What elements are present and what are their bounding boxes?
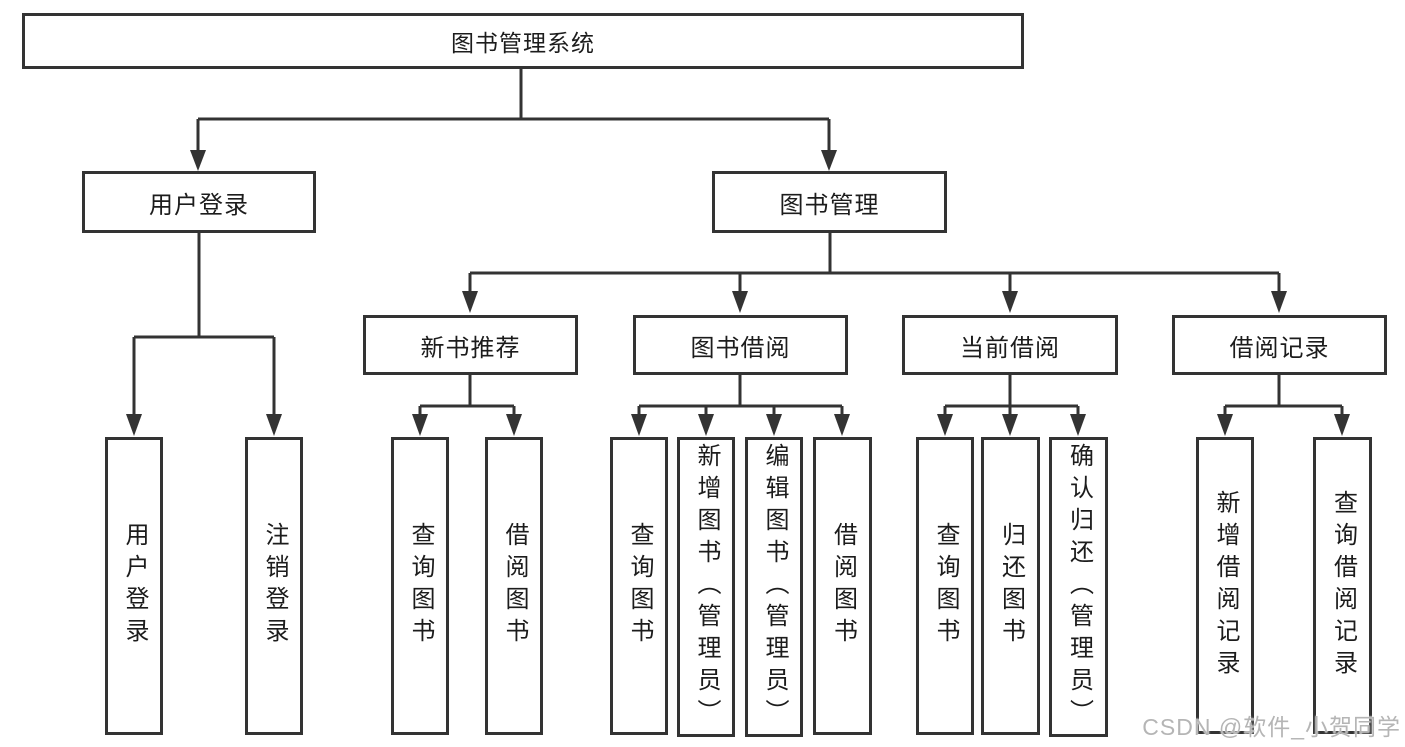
node-book-management: 图书管理 — [712, 171, 947, 233]
node-logout: 注销登录 — [245, 437, 303, 735]
node-new-book-recommend: 新书推荐 — [363, 315, 578, 375]
node-borrow-books-recommend: 借阅图书 — [485, 437, 543, 735]
csdn-watermark: CSDN @软件_小贺同学 — [1142, 714, 1401, 740]
node-user-login: 用户登录 — [82, 171, 316, 233]
node-library-system: 图书管理系统 — [22, 13, 1024, 69]
node-return-book: 归还图书 — [981, 437, 1040, 735]
connector-borrow-records-children — [1217, 375, 1350, 436]
node-edit-book-admin: 编辑图书（管理员） — [745, 437, 803, 737]
node-query-books-recommend: 查询图书 — [391, 437, 449, 735]
connector-user-login-children — [126, 233, 282, 436]
connector-book-borrowing-children — [631, 375, 850, 436]
node-add-borrow-record: 新增借阅记录 — [1196, 437, 1254, 734]
connector-new-book-children — [412, 375, 522, 436]
node-query-books-borrowing: 查询图书 — [610, 437, 668, 735]
node-borrow-books: 借阅图书 — [813, 437, 872, 735]
node-add-book-admin: 新增图书（管理员） — [677, 437, 735, 737]
connector-root-to-level1 — [190, 68, 837, 171]
node-confirm-return-admin: 确认归还（管理员） — [1049, 437, 1108, 737]
node-query-books-current: 查询图书 — [916, 437, 974, 735]
node-query-borrow-record: 查询借阅记录 — [1313, 437, 1372, 734]
node-current-borrowing: 当前借阅 — [902, 315, 1118, 375]
node-login: 用户登录 — [105, 437, 163, 735]
node-book-borrowing: 图书借阅 — [633, 315, 848, 375]
node-borrow-records: 借阅记录 — [1172, 315, 1387, 375]
connector-current-borrowing-children — [937, 375, 1086, 436]
connector-book-management-children — [462, 233, 1287, 313]
